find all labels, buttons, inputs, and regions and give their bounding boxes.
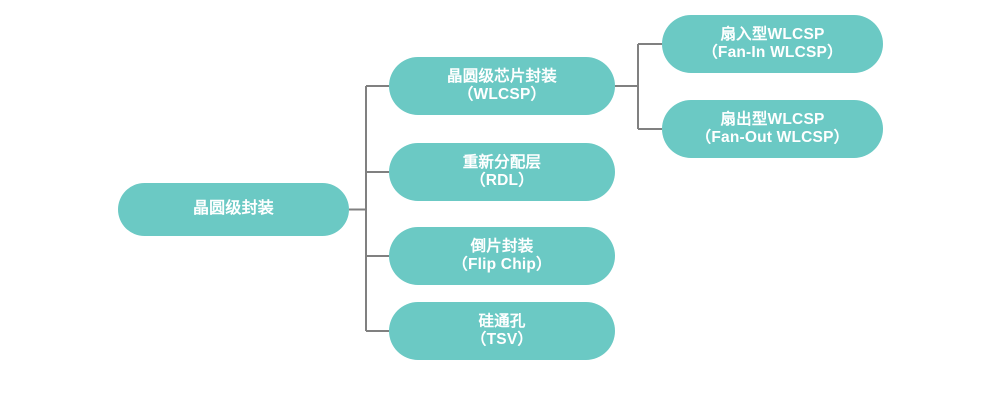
node-label-line1: 倒片封装 [470, 237, 534, 255]
node-label-line2: （TSV） [470, 331, 534, 348]
node-label-line2: （Fan-Out WLCSP） [695, 129, 850, 146]
node-flip-chip[interactable]: 倒片封装 （Flip Chip） [389, 227, 615, 285]
node-label-line1: 硅通孔 [478, 312, 526, 330]
node-label-line1: 重新分配层 [462, 153, 542, 171]
node-tsv[interactable]: 硅通孔 （TSV） [389, 302, 615, 360]
node-label-line1: 扇出型WLCSP [720, 110, 825, 128]
node-label-line1: 扇入型WLCSP [720, 25, 825, 43]
node-fan-in-wlcsp[interactable]: 扇入型WLCSP （Fan-In WLCSP） [662, 15, 883, 73]
node-fan-out-wlcsp[interactable]: 扇出型WLCSP （Fan-Out WLCSP） [662, 100, 883, 158]
node-label-line2: （Fan-In WLCSP） [702, 44, 843, 61]
node-wafer-level-packaging[interactable]: 晶圆级封装 [118, 183, 349, 236]
node-label-line2: （WLCSP） [457, 86, 547, 103]
node-rdl[interactable]: 重新分配层 （RDL） [389, 143, 615, 201]
node-label-line2: （Flip Chip） [452, 256, 552, 273]
node-label-line2: （RDL） [470, 172, 534, 189]
node-label-line1: 晶圆级芯片封装 [447, 67, 557, 85]
node-wlcsp[interactable]: 晶圆级芯片封装 （WLCSP） [389, 57, 615, 115]
node-label-line1: 晶圆级封装 [192, 200, 274, 218]
